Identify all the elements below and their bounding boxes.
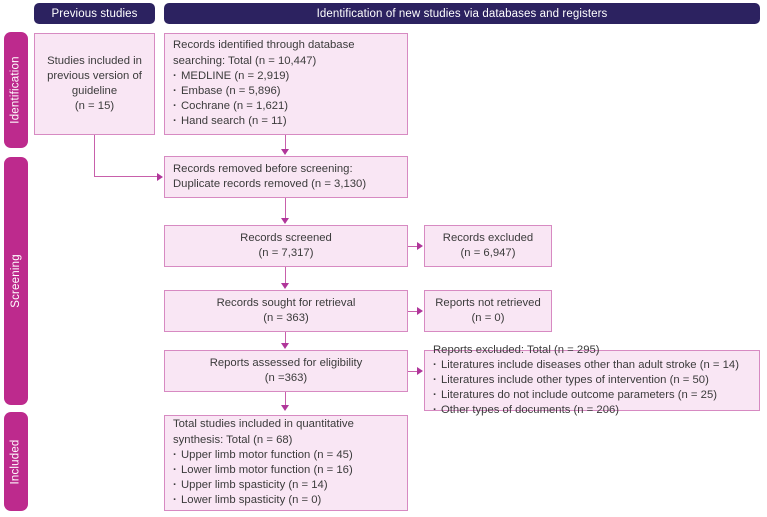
box-bullet: Lower limb motor function (n = 16)	[173, 463, 399, 478]
box-line: Reports not retrieved	[435, 296, 541, 309]
box-line: Records identified through database	[173, 39, 355, 52]
box-bullet-list: Upper limb motor function (n = 45) Lower…	[173, 448, 399, 509]
box-reports-not-retrieved: Reports not retrieved (n = 0)	[424, 290, 552, 332]
box-line: Records screened	[240, 231, 332, 244]
box-bullet: Lower limb spasticity (n = 0)	[173, 493, 399, 508]
header-new-studies-label: Identification of new studies via databa…	[316, 7, 608, 20]
box-line: (n = 363)	[263, 312, 309, 324]
connector-assessed-to-included	[285, 392, 287, 406]
arrowhead-records-screened-top	[280, 218, 289, 224]
box-line: Records sought for retrieval	[216, 296, 356, 309]
box-line: (n = 6,947)	[460, 247, 516, 259]
connector-identified-to-removed	[285, 135, 287, 150]
box-line: Duplicate records removed (n = 3,130)	[173, 178, 367, 190]
box-line: Records excluded	[442, 231, 534, 244]
box-bullet: Literatures include other types of inter…	[433, 373, 751, 388]
box-previous-studies: Studies included in previous version of …	[34, 33, 155, 135]
box-bullet: Upper limb spasticity (n = 14)	[173, 478, 399, 493]
connector-previous-to-removed-horizontal	[94, 176, 158, 178]
header-previous-studies: Previous studies	[34, 3, 155, 24]
box-line: Studies included in	[47, 54, 142, 67]
box-line: (n = 0)	[471, 312, 505, 324]
box-records-sought-for-retrieval: Records sought for retrieval (n = 363)	[164, 290, 408, 332]
box-line: Reports assessed for eligibility	[209, 356, 363, 369]
box-records-identified: Records identified through database sear…	[164, 33, 408, 135]
connector-screened-to-excluded	[408, 245, 418, 247]
box-bullet-list: Literatures include diseases other than …	[433, 358, 751, 419]
stage-bar-identification: Identification	[4, 32, 28, 148]
arrowhead-records-sought-top	[280, 283, 289, 289]
connector-assessed-to-excluded	[408, 370, 418, 372]
connector-previous-to-removed-vertical	[94, 135, 96, 177]
arrowhead-reports-not-retrieved	[417, 307, 423, 315]
box-bullet: Upper limb motor function (n = 45)	[173, 448, 399, 463]
arrowhead-records-removed-top	[280, 149, 289, 155]
arrowhead-reports-assessed-top	[280, 343, 289, 349]
arrowhead-total-included-top	[280, 405, 289, 411]
stage-label-included: Included	[10, 438, 22, 485]
connector-sought-to-assessed	[285, 332, 287, 344]
box-line: synthesis: Total (n = 68)	[173, 433, 293, 446]
box-bullet: Other types of documents (n = 206)	[433, 403, 751, 418]
stage-bar-included: Included	[4, 412, 28, 511]
box-total-studies-included: Total studies included in quantitative s…	[164, 415, 408, 511]
stage-label-screening: Screening	[10, 254, 22, 308]
connector-removed-to-screened	[285, 198, 287, 219]
box-reports-excluded: Reports excluded: Total (n = 295) Litera…	[424, 344, 760, 416]
arrowhead-into-records-removed	[157, 172, 163, 181]
box-line: Records removed before screening:	[173, 162, 353, 175]
box-line: searching: Total (n = 10,447)	[173, 54, 317, 67]
arrowhead-records-excluded	[417, 242, 423, 250]
header-previous-studies-label: Previous studies	[51, 7, 138, 20]
stage-label-identification: Identification	[10, 56, 22, 124]
box-line: previous version of	[47, 69, 142, 82]
box-line: Reports excluded: Total (n = 295)	[433, 343, 600, 356]
box-bullet: Cochrane (n = 1,621)	[173, 99, 399, 114]
box-line: (n = 15)	[74, 100, 115, 113]
box-bullet: Hand search (n = 11)	[173, 114, 399, 129]
box-line: (n =363)	[264, 372, 308, 384]
box-line: (n = 7,317)	[258, 247, 314, 259]
stage-bar-screening: Screening	[4, 157, 28, 405]
connector-screened-to-sought	[285, 267, 287, 284]
box-bullet: Literatures do not include outcome param…	[433, 388, 751, 403]
header-new-studies: Identification of new studies via databa…	[164, 3, 760, 24]
box-records-excluded: Records excluded (n = 6,947)	[424, 225, 552, 267]
box-reports-assessed-for-eligibility: Reports assessed for eligibility (n =363…	[164, 350, 408, 392]
box-bullet: Embase (n = 5,896)	[173, 84, 399, 99]
box-records-removed: Records removed before screening: Duplic…	[164, 156, 408, 198]
box-bullet: Literatures include diseases other than …	[433, 358, 751, 373]
connector-sought-to-not-retrieved	[408, 310, 418, 312]
box-records-screened: Records screened (n = 7,317)	[164, 225, 408, 267]
box-bullet-list: MEDLINE (n = 2,919) Embase (n = 5,896) C…	[173, 69, 399, 130]
box-bullet: MEDLINE (n = 2,919)	[173, 69, 399, 84]
box-line: guideline	[71, 85, 118, 97]
arrowhead-reports-excluded	[417, 367, 423, 375]
box-line: Total studies included in quantitative	[173, 418, 354, 431]
